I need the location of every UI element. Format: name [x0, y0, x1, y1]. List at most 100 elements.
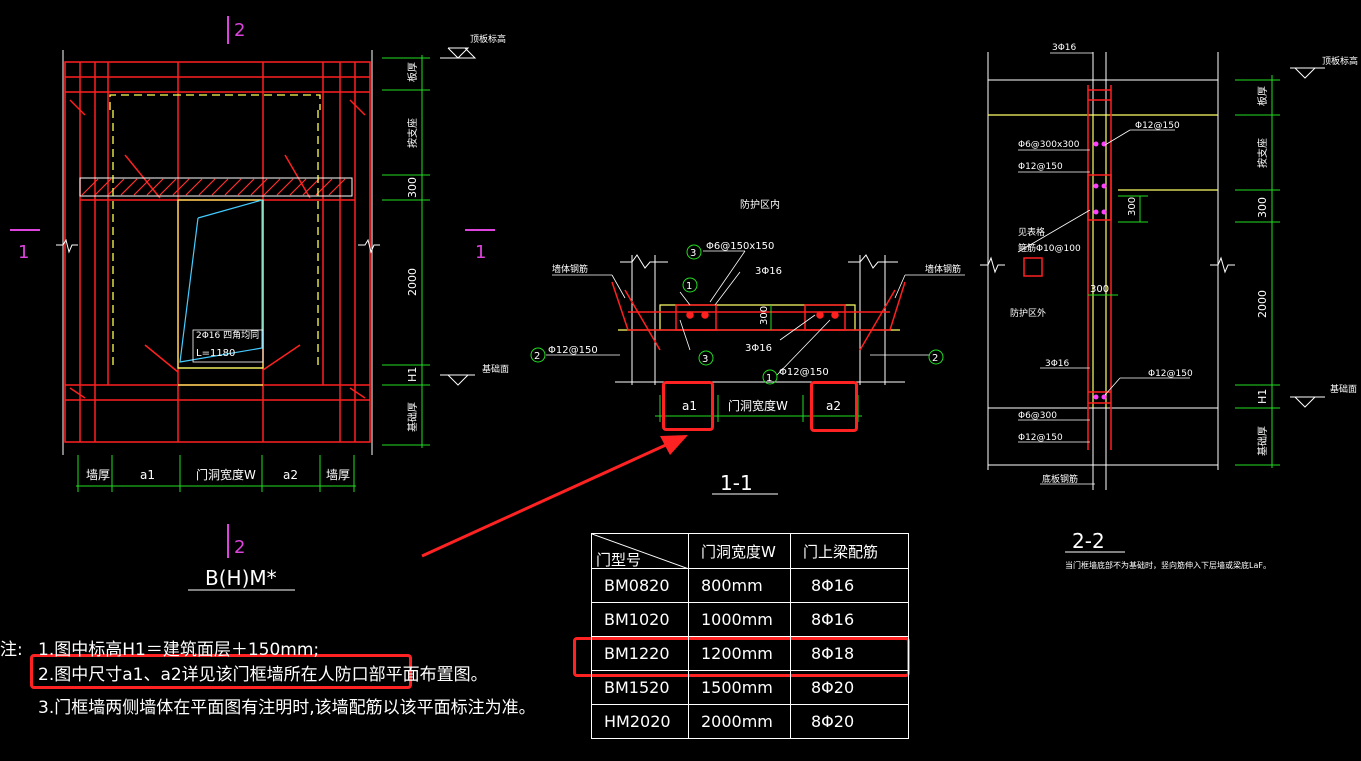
rebar-note-1: 2Φ16 四角均同 — [196, 329, 259, 341]
dim-wall-right: 墙厚 — [326, 468, 350, 482]
section-11-title: 1-1 — [720, 471, 753, 495]
section-mark-top: 2 — [234, 20, 245, 41]
elev-top: 顶板标高 — [470, 33, 506, 45]
highlight-note-2 — [30, 654, 412, 689]
highlight-a1 — [662, 381, 714, 431]
section-mark-bottom: 2 — [234, 537, 245, 558]
dim22-foundation: 基础厚 — [1256, 426, 1269, 456]
note-item-1: 1.图中标高H1＝建筑面层＋150mm; — [38, 640, 320, 660]
cell-width: 2000mm — [688, 704, 791, 739]
cell-type: HM2020 — [591, 704, 689, 739]
dim-wall-left: 墙厚 — [86, 468, 110, 482]
header-door-type-label: 门型号 — [596, 550, 642, 569]
header-door-type: 门型号 — [591, 533, 689, 569]
cell-rebar: 8Φ16 — [790, 602, 909, 637]
cell-width: 1200mm — [688, 636, 791, 671]
label-phi12-left: Φ12@150 — [548, 345, 598, 356]
dim-300-mid-22: 300 — [1127, 197, 1138, 216]
section-mark-left: 1 — [18, 242, 29, 263]
cell-width: 1500mm — [688, 670, 791, 705]
table-row: BM1020 1000mm 8Φ16 — [591, 602, 909, 637]
note-item-3: 3.门框墙两侧墙体在平面图有注明时,该墙配筋以该平面标注为准。 — [38, 698, 536, 718]
dim22-300: 300 — [1256, 197, 1269, 218]
dim-h1: H1 — [406, 367, 419, 382]
rebar-note-2: L=1180 — [196, 348, 235, 359]
zone-label-11: 防护区内 — [740, 198, 780, 211]
cell-rebar: 8Φ20 — [790, 704, 909, 739]
dim22-slab: 板厚 — [1256, 86, 1269, 106]
dim-slab: 板厚 — [406, 62, 419, 82]
dim-w-11: 门洞宽度W — [728, 398, 788, 413]
cell-type: BM0820 — [591, 568, 689, 603]
header-rebar: 门上梁配筋 — [790, 533, 909, 569]
section-2-2: 300 300 3Φ16 Φ12@150 Φ6@300x300 Φ12@150 … — [980, 43, 1358, 570]
label-phi6: Φ6@150x150 — [706, 241, 774, 252]
label22-4: 见表格 — [1018, 226, 1045, 238]
label22-10: Φ12@150 — [1018, 433, 1063, 443]
label-wall-rebar-left: 墙体钢筋 — [552, 263, 588, 275]
cell-width: 800mm — [688, 568, 791, 603]
callout-3-top: 3 — [690, 248, 696, 259]
dim22-h1: H1 — [1256, 389, 1269, 404]
dim-a2-left: a2 — [283, 468, 298, 482]
dim-2000: 2000 — [406, 268, 419, 296]
callout-2-right: 2 — [932, 353, 938, 364]
dim-a2-11: a2 — [826, 399, 841, 413]
label22-8: Φ12@150 — [1148, 369, 1193, 379]
label22-5: 箍筋Φ10@100 — [1018, 242, 1081, 254]
left-elevation: 2Φ16 四角均同 L=1180 2 2 1 1 墙厚 a1 门洞宽度W a2 … — [10, 16, 509, 591]
callout-1-low: 1 — [766, 373, 772, 384]
callout-2-left: 2 — [534, 351, 540, 362]
label22-1: Φ12@150 — [1135, 121, 1180, 131]
callout-3-low: 3 — [702, 354, 708, 365]
cell-width: 1000mm — [688, 602, 791, 637]
callout-1-top: 1 — [686, 281, 692, 292]
table-row: HM2020 2000mm 8Φ20 — [591, 704, 909, 739]
dim-300: 300 — [406, 177, 419, 198]
dim-w-left: 门洞宽度W — [196, 467, 256, 482]
highlight-arrow — [421, 435, 688, 558]
table-row: BM0820 800mm 8Φ16 — [591, 568, 909, 603]
notes-prefix: 注: — [0, 640, 23, 660]
door-table: 门型号 门洞宽度W 门上梁配筋 BM0820 800mm 8Φ16 BM1020… — [591, 533, 909, 739]
label22-11: 底板钢筋 — [1042, 473, 1078, 485]
cell-rebar: 8Φ20 — [790, 670, 909, 705]
dim-support: 按支座 — [406, 118, 419, 148]
label22-2: Φ6@300x300 — [1018, 140, 1080, 150]
label-3phi16-low: 3Φ16 — [745, 343, 772, 354]
table-header: 门型号 门洞宽度W 门上梁配筋 — [591, 533, 909, 569]
section-1-1: 防护区内 300 — [530, 198, 965, 495]
elev22-top: 顶板标高 — [1322, 55, 1358, 67]
cell-rebar: 8Φ18 — [790, 636, 909, 671]
left-view-title: B(H)M* — [205, 566, 277, 590]
dim-a1-11: a1 — [682, 399, 697, 413]
section-22-note: 当门框墙底部不为基础时，竖向筋伸入下层墙或梁底LaF。 — [1065, 560, 1271, 570]
dim-300-low-22: 300 — [1090, 284, 1109, 295]
label22-3: Φ12@150 — [1018, 162, 1063, 172]
dim22-support: 按支座 — [1256, 138, 1269, 168]
label22-7: 3Φ16 — [1045, 359, 1070, 369]
label-phi12-low: Φ12@150 — [779, 367, 829, 378]
section-mark-right: 1 — [475, 242, 486, 263]
dim-foundation: 基础厚 — [406, 402, 419, 432]
cell-rebar: 8Φ16 — [790, 568, 909, 603]
dim-300-11: 300 — [759, 306, 770, 325]
cell-type: BM1520 — [591, 670, 689, 705]
label-3phi16-top: 3Φ16 — [755, 266, 782, 277]
cell-type: BM1220 — [591, 636, 689, 671]
table-row: BM1520 1500mm 8Φ20 — [591, 670, 909, 705]
cell-type: BM1020 — [591, 602, 689, 637]
label-wall-rebar-right: 墙体钢筋 — [925, 263, 961, 275]
dim-a1-left: a1 — [140, 468, 155, 482]
label22-6: 防护区外 — [1010, 307, 1046, 319]
note-item-2: 2.图中尺寸a1、a2详见该门框墙所在人防口部平面布置图。 — [38, 665, 488, 685]
label22-9: Φ6@300 — [1018, 411, 1057, 421]
dim22-2000: 2000 — [1256, 290, 1269, 318]
table-row: BM1220 1200mm 8Φ18 — [591, 636, 909, 671]
highlight-a2 — [810, 381, 858, 432]
header-width: 门洞宽度W — [688, 533, 791, 569]
label22-0: 3Φ16 — [1052, 43, 1077, 53]
elev22-base: 基础面 — [1330, 383, 1357, 395]
section-22-title: 2-2 — [1072, 529, 1105, 553]
